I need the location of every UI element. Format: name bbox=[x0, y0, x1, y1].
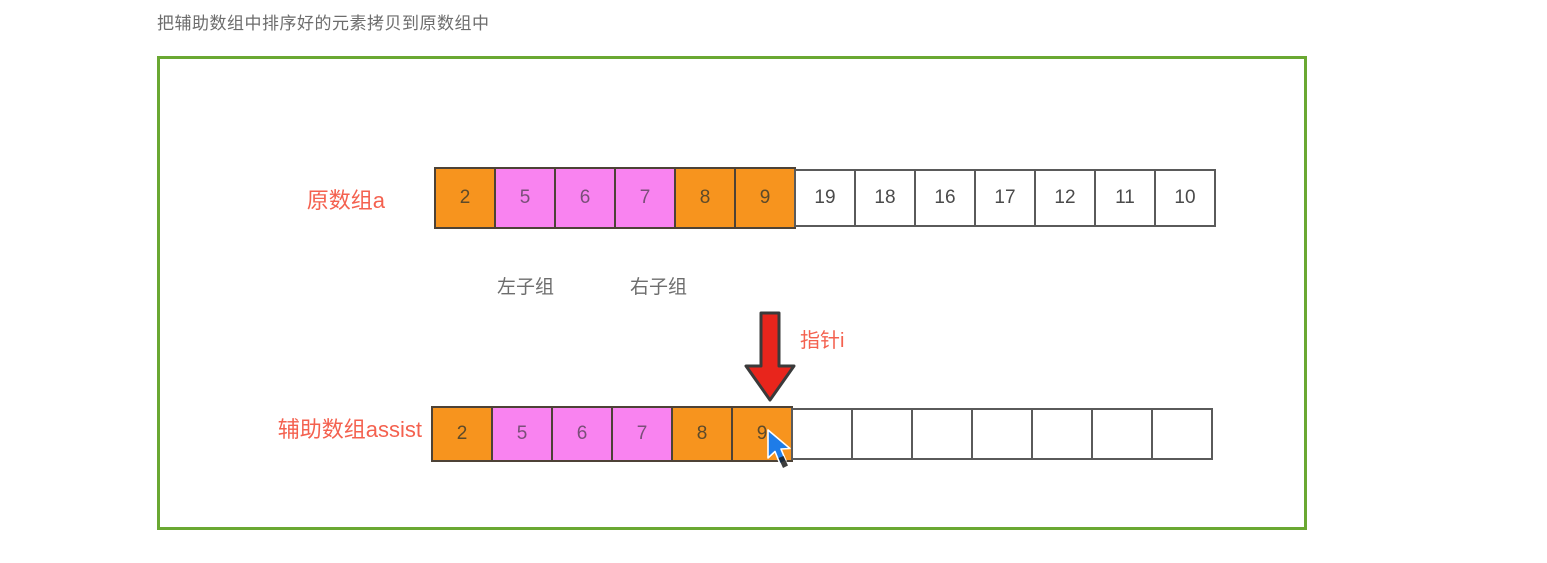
array-cell[interactable]: 9 bbox=[731, 406, 793, 462]
array-cell[interactable] bbox=[1091, 408, 1153, 460]
array-cell[interactable] bbox=[791, 408, 853, 460]
array-cell[interactable]: 12 bbox=[1034, 169, 1096, 227]
array-cell[interactable]: 11 bbox=[1094, 169, 1156, 227]
array-cell[interactable]: 10 bbox=[1154, 169, 1216, 227]
array-cell[interactable] bbox=[1151, 408, 1213, 460]
assist-array-label: 辅助数组assist bbox=[277, 417, 422, 442]
array-cell[interactable]: 5 bbox=[491, 406, 553, 462]
original-array-cells: 2 5 6 7 8 9 19 18 16 17 12 11 10 bbox=[434, 167, 1216, 229]
array-cell[interactable] bbox=[851, 408, 913, 460]
array-cell[interactable] bbox=[1031, 408, 1093, 460]
pointer-label: 指针i bbox=[800, 330, 845, 352]
array-cell[interactable] bbox=[971, 408, 1033, 460]
pointer-arrow-icon bbox=[744, 311, 796, 402]
array-cell[interactable]: 7 bbox=[614, 167, 676, 229]
array-cell[interactable]: 17 bbox=[974, 169, 1036, 227]
array-cell[interactable]: 9 bbox=[734, 167, 796, 229]
array-cell[interactable]: 6 bbox=[551, 406, 613, 462]
assist-array-cells: 2 5 6 7 8 9 bbox=[431, 406, 1213, 462]
left-subgroup-label: 左子组 bbox=[497, 277, 555, 298]
array-cell[interactable]: 18 bbox=[854, 169, 916, 227]
array-cell[interactable]: 7 bbox=[611, 406, 673, 462]
array-cell[interactable]: 8 bbox=[674, 167, 736, 229]
array-cell[interactable]: 2 bbox=[434, 167, 496, 229]
array-cell[interactable]: 2 bbox=[431, 406, 493, 462]
original-array-label: 原数组a bbox=[306, 188, 385, 213]
page-caption: 把辅助数组中排序好的元素拷贝到原数组中 bbox=[157, 14, 490, 33]
array-cell[interactable]: 8 bbox=[671, 406, 733, 462]
right-subgroup-label: 右子组 bbox=[630, 277, 688, 298]
array-cell[interactable]: 6 bbox=[554, 167, 616, 229]
array-cell[interactable] bbox=[911, 408, 973, 460]
array-cell[interactable]: 19 bbox=[794, 169, 856, 227]
array-cell[interactable]: 16 bbox=[914, 169, 976, 227]
array-cell[interactable]: 5 bbox=[494, 167, 556, 229]
